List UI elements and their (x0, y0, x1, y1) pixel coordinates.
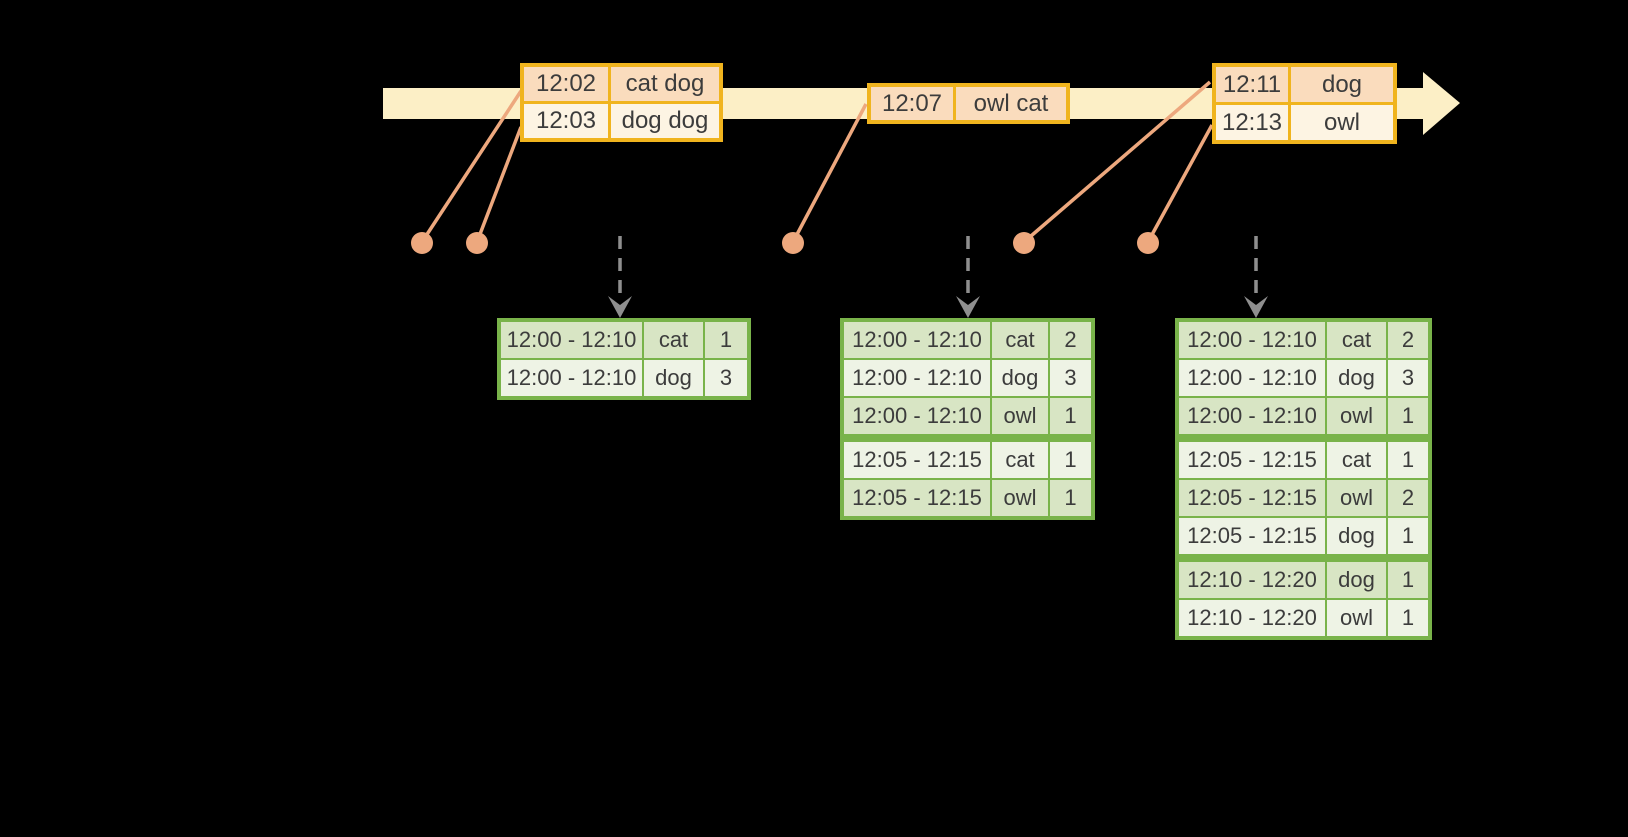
count-cell: 1 (705, 322, 747, 358)
window-cell: 12:00 - 12:10 (844, 322, 990, 358)
window-cell: 12:10 - 12:20 (1179, 600, 1325, 636)
count-cell: 1 (1388, 442, 1428, 478)
window-cell: 12:05 - 12:15 (1179, 518, 1325, 554)
event-time-cell: 12:13 (1216, 105, 1288, 140)
event-dot (1013, 232, 1035, 254)
word-cell: owl (992, 480, 1048, 516)
event-words-cell: owl (1291, 105, 1393, 140)
trigger-arrowhead-icon (956, 296, 980, 318)
count-cell: 2 (1388, 480, 1428, 516)
count-cell: 2 (1388, 322, 1428, 358)
event-dot (1137, 232, 1159, 254)
word-cell: cat (1327, 442, 1386, 478)
event-table-3: 12:11 dog 12:13 owl (1212, 63, 1397, 144)
count-cell: 1 (1050, 480, 1091, 516)
word-cell: owl (992, 398, 1048, 434)
trigger-arrowhead-icon (608, 296, 632, 318)
event-words-cell: owl cat (956, 87, 1066, 120)
count-cell: 3 (705, 360, 747, 396)
result-table-2: 12:00 - 12:10 cat 2 12:00 - 12:10 dog 3 … (840, 318, 1095, 520)
window-cell: 12:00 - 12:10 (501, 322, 642, 358)
window-cell: 12:00 - 12:10 (1179, 398, 1325, 434)
word-cell: dog (1327, 518, 1386, 554)
word-cell: owl (1327, 398, 1386, 434)
window-cell: 12:00 - 12:10 (1179, 360, 1325, 396)
event-connector-line (420, 90, 523, 243)
event-table-1: 12:02 cat dog 12:03 dog dog (520, 63, 723, 142)
window-cell: 12:10 - 12:20 (1179, 562, 1325, 598)
count-cell: 1 (1050, 442, 1091, 478)
word-cell: dog (1327, 360, 1386, 396)
event-words-cell: dog (1291, 67, 1393, 102)
word-cell: cat (1327, 322, 1386, 358)
event-time-cell: 12:07 (871, 87, 953, 120)
event-time-cell: 12:02 (524, 67, 608, 101)
count-cell: 1 (1388, 562, 1428, 598)
count-cell: 2 (1050, 322, 1091, 358)
event-words-cell: cat dog (611, 67, 719, 101)
word-cell: dog (644, 360, 703, 396)
word-cell: cat (992, 322, 1048, 358)
word-cell: owl (1327, 480, 1386, 516)
trigger-arrowhead-icon (1244, 296, 1268, 318)
count-cell: 3 (1050, 360, 1091, 396)
word-cell: owl (1327, 600, 1386, 636)
word-cell: dog (1327, 562, 1386, 598)
event-words-cell: dog dog (611, 104, 719, 138)
event-connector-line (1022, 80, 1212, 244)
word-cell: cat (644, 322, 703, 358)
result-table-3: 12:00 - 12:10 cat 2 12:00 - 12:10 dog 3 … (1175, 318, 1432, 640)
count-cell: 1 (1388, 398, 1428, 434)
window-cell: 12:05 - 12:15 (844, 442, 990, 478)
timeline-arrowhead-icon (1423, 72, 1460, 135)
result-table-1: 12:00 - 12:10 cat 1 12:00 - 12:10 dog 3 (497, 318, 751, 400)
window-group-separator (844, 436, 1091, 440)
window-cell: 12:00 - 12:10 (844, 398, 990, 434)
window-cell: 12:00 - 12:10 (501, 360, 642, 396)
count-cell: 3 (1388, 360, 1428, 396)
event-table-2: 12:07 owl cat (867, 83, 1070, 124)
event-time-cell: 12:11 (1216, 67, 1288, 102)
window-group-separator (1179, 436, 1428, 440)
event-connector-line (475, 126, 523, 243)
event-time-cell: 12:03 (524, 104, 608, 138)
event-dot (411, 232, 433, 254)
count-cell: 1 (1388, 600, 1428, 636)
event-connector-line (791, 103, 868, 243)
window-cell: 12:00 - 12:10 (844, 360, 990, 396)
word-cell: dog (992, 360, 1048, 396)
window-group-separator (1179, 556, 1428, 560)
window-cell: 12:05 - 12:15 (1179, 480, 1325, 516)
window-cell: 12:05 - 12:15 (1179, 442, 1325, 478)
event-connector-line (1146, 124, 1214, 243)
window-cell: 12:00 - 12:10 (1179, 322, 1325, 358)
word-cell: cat (992, 442, 1048, 478)
window-cell: 12:05 - 12:15 (844, 480, 990, 516)
count-cell: 1 (1388, 518, 1428, 554)
event-dot (466, 232, 488, 254)
event-dot (782, 232, 804, 254)
count-cell: 1 (1050, 398, 1091, 434)
